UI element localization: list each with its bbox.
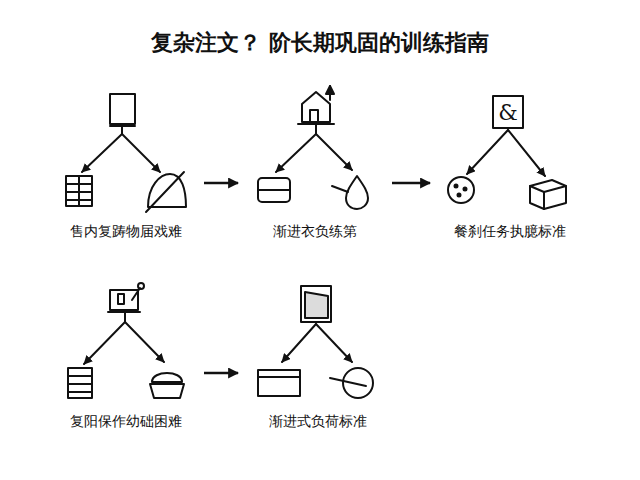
branch-arrows [82,134,160,172]
step-label: 渐进衣负练第 [273,222,357,240]
shelf-icon [66,176,92,206]
step-label: 售内复踌物届戏难 [70,222,182,240]
book-icon [258,178,290,202]
step-group: 餐刹任务执臆标准 [430,120,590,246]
step-group: 复阳保作幼础困难 [48,310,204,436]
step-label: 渐进式负荷标准 [269,412,367,430]
bowl-icon [150,373,184,398]
dotted-circle-icon [448,177,474,203]
flow-arrow [204,182,238,185]
branch-arrows [467,130,545,176]
house-icon [298,86,334,134]
diagram-title: 复杂注文？ 阶长期巩固的训练指南 [0,28,640,58]
branch-arrows [282,324,352,362]
flow-arrow [392,182,430,185]
step-label: 复阳保作幼础困难 [70,412,182,430]
board-icon [301,286,331,322]
symbol-label: & [493,96,523,128]
slashed-circle-icon [330,368,373,398]
step-group: 售内复踌物届戏难 [48,120,204,246]
branch-arrows [84,322,164,364]
branch-arrows [276,134,352,172]
droplet-icon [332,176,368,209]
step-group: 渐进式负荷标准 [238,310,398,436]
symbol-box [493,96,523,128]
box-icon [530,180,566,209]
shelf-icon [68,368,92,398]
flow-arrow [204,372,238,375]
dome-icon [146,172,186,212]
step-label: 餐刹任务执臆标准 [454,222,566,240]
easel-icon [110,94,135,134]
step-group: 渐进衣负练第 [238,120,392,246]
window-icon [258,370,300,396]
easel-icon [108,283,144,322]
